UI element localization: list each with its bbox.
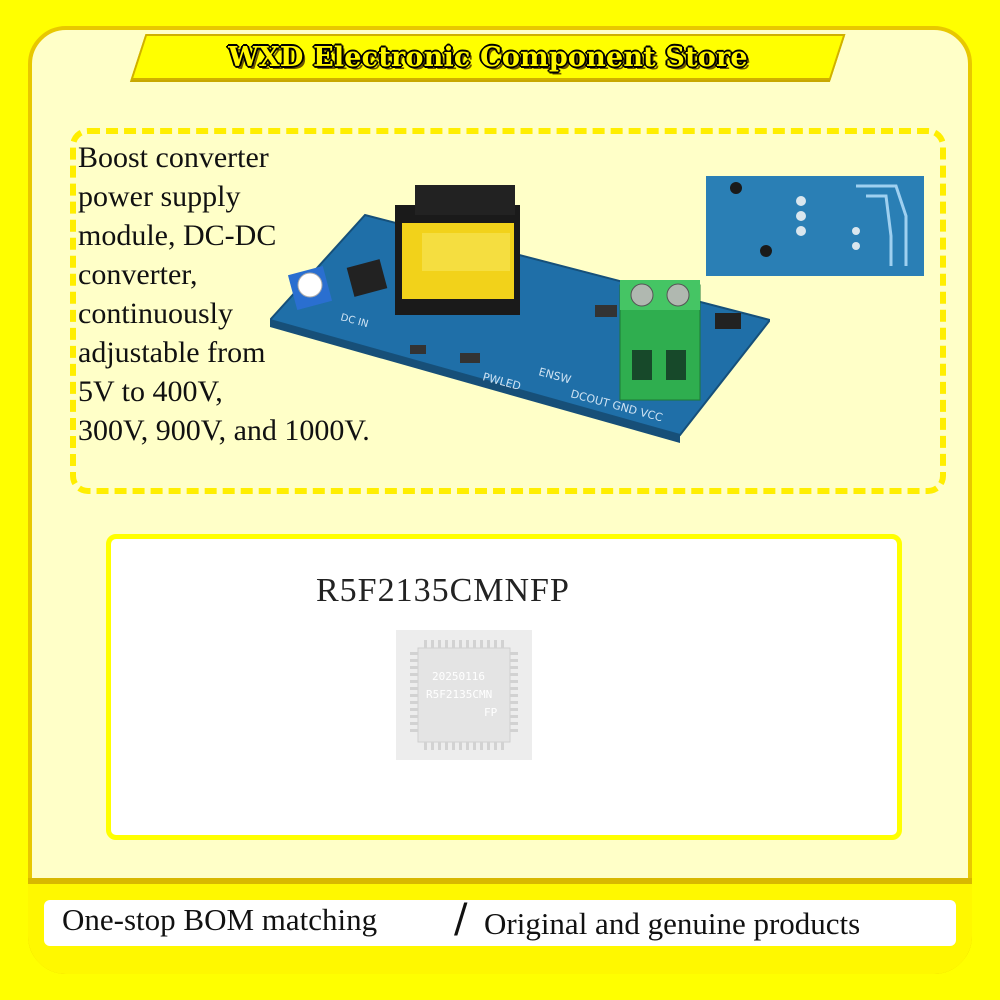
chip-pin — [410, 694, 418, 697]
solder-pad — [796, 196, 806, 206]
product-highlight-frame — [70, 128, 946, 494]
description-line: converter, — [78, 258, 198, 291]
solder-pad — [852, 242, 860, 250]
chip-pins — [410, 640, 518, 750]
chip-pin — [410, 652, 418, 655]
chip-pin — [466, 640, 469, 648]
chip-pin — [510, 694, 518, 697]
chip-pin — [410, 722, 418, 725]
chip-pin — [510, 680, 518, 683]
chip-marking-line: R5F2135CMN — [426, 688, 492, 701]
description-line: 300V, 900V, and 1000V. — [78, 414, 370, 447]
chip-pin — [510, 708, 518, 711]
chip-pin — [501, 742, 504, 750]
chip-marking-line: 20250116 — [432, 670, 485, 683]
chip-pin — [501, 640, 504, 648]
boost-module-photo: PWLED ENSW DCOUT GND VCC DC IN — [270, 185, 770, 443]
chip-pin — [438, 640, 441, 648]
chip-pin — [410, 687, 418, 690]
pcb-back — [706, 176, 924, 276]
chip-pin — [480, 640, 483, 648]
chip-pin — [510, 673, 518, 676]
chip-pin — [494, 640, 497, 648]
chip-pin — [410, 659, 418, 662]
chip-pin — [487, 640, 490, 648]
chip-pin — [410, 715, 418, 718]
solder-pad — [760, 245, 772, 257]
transformer-top — [415, 185, 515, 215]
chip-pin — [410, 680, 418, 683]
boost-module-back-photo — [706, 176, 924, 276]
part-number: R5F2135CMNFP — [316, 572, 570, 609]
terminal-opening — [632, 350, 652, 380]
footer-bar — [44, 900, 956, 946]
chip-pin — [510, 659, 518, 662]
product-description: Boost converter power supply module, DC-… — [78, 138, 458, 450]
chip-pin — [510, 729, 518, 732]
chip-pin — [410, 708, 418, 711]
description-line: adjustable from — [78, 336, 266, 369]
chip-pin — [452, 742, 455, 750]
chip-pin — [466, 742, 469, 750]
pcb-trace — [866, 194, 893, 266]
potentiometer-knob — [297, 272, 323, 298]
chip-pin — [410, 666, 418, 669]
chip-marking-line: FP — [484, 706, 498, 719]
smd-component — [595, 305, 617, 317]
chip-pin — [438, 742, 441, 750]
solder-pad — [730, 182, 742, 194]
pcb-trace — [856, 184, 908, 266]
description-line: continuously — [78, 297, 233, 330]
footer-left-slogan: One-stop BOM matching — [62, 902, 378, 937]
chip-pin — [452, 640, 455, 648]
chip-pin — [410, 673, 418, 676]
transformer-window — [422, 233, 510, 271]
chip-pin — [410, 729, 418, 732]
description-line: module, DC-DC — [78, 219, 277, 252]
pcb-edge — [270, 320, 680, 443]
footer-right-slogan: Original and genuine products — [484, 906, 861, 941]
chip-pin — [459, 640, 462, 648]
chip-pin — [459, 742, 462, 750]
chip-pin — [473, 742, 476, 750]
chip-pin — [445, 742, 448, 750]
chip-pin — [424, 742, 427, 750]
smd-component — [460, 353, 480, 363]
chip-pin — [473, 640, 476, 648]
chip-pin — [510, 701, 518, 704]
chip-pin — [424, 640, 427, 648]
chip-pin — [510, 715, 518, 718]
chip-photo: 20250116 R5F2135CMN FP — [396, 630, 532, 760]
chip-pin — [431, 640, 434, 648]
store-title: WXD Electronic Component Store — [228, 41, 748, 73]
description-line: 5V to 400V, — [78, 375, 223, 408]
terminal-opening — [666, 350, 686, 380]
footer-separator: / — [454, 896, 468, 942]
chip-pin — [494, 742, 497, 750]
chip-pin — [410, 701, 418, 704]
chip-pin — [510, 652, 518, 655]
chip-pin — [510, 687, 518, 690]
solder-pad — [852, 227, 860, 235]
terminal-screw — [630, 283, 654, 307]
mosfet — [346, 259, 388, 297]
chip-pin — [487, 742, 490, 750]
solder-pad — [796, 211, 806, 221]
description-line: Boost converter — [78, 141, 269, 174]
chip-pin — [431, 742, 434, 750]
smd-component — [410, 345, 426, 354]
solder-pad — [796, 226, 806, 236]
chip-pin — [510, 722, 518, 725]
smd-component — [715, 313, 741, 329]
description-line: power supply — [78, 180, 241, 213]
chip-pin — [445, 640, 448, 648]
chip-body — [417, 647, 511, 743]
chip-pin — [480, 742, 483, 750]
terminal-screw — [666, 283, 690, 307]
chip-pin — [510, 666, 518, 669]
